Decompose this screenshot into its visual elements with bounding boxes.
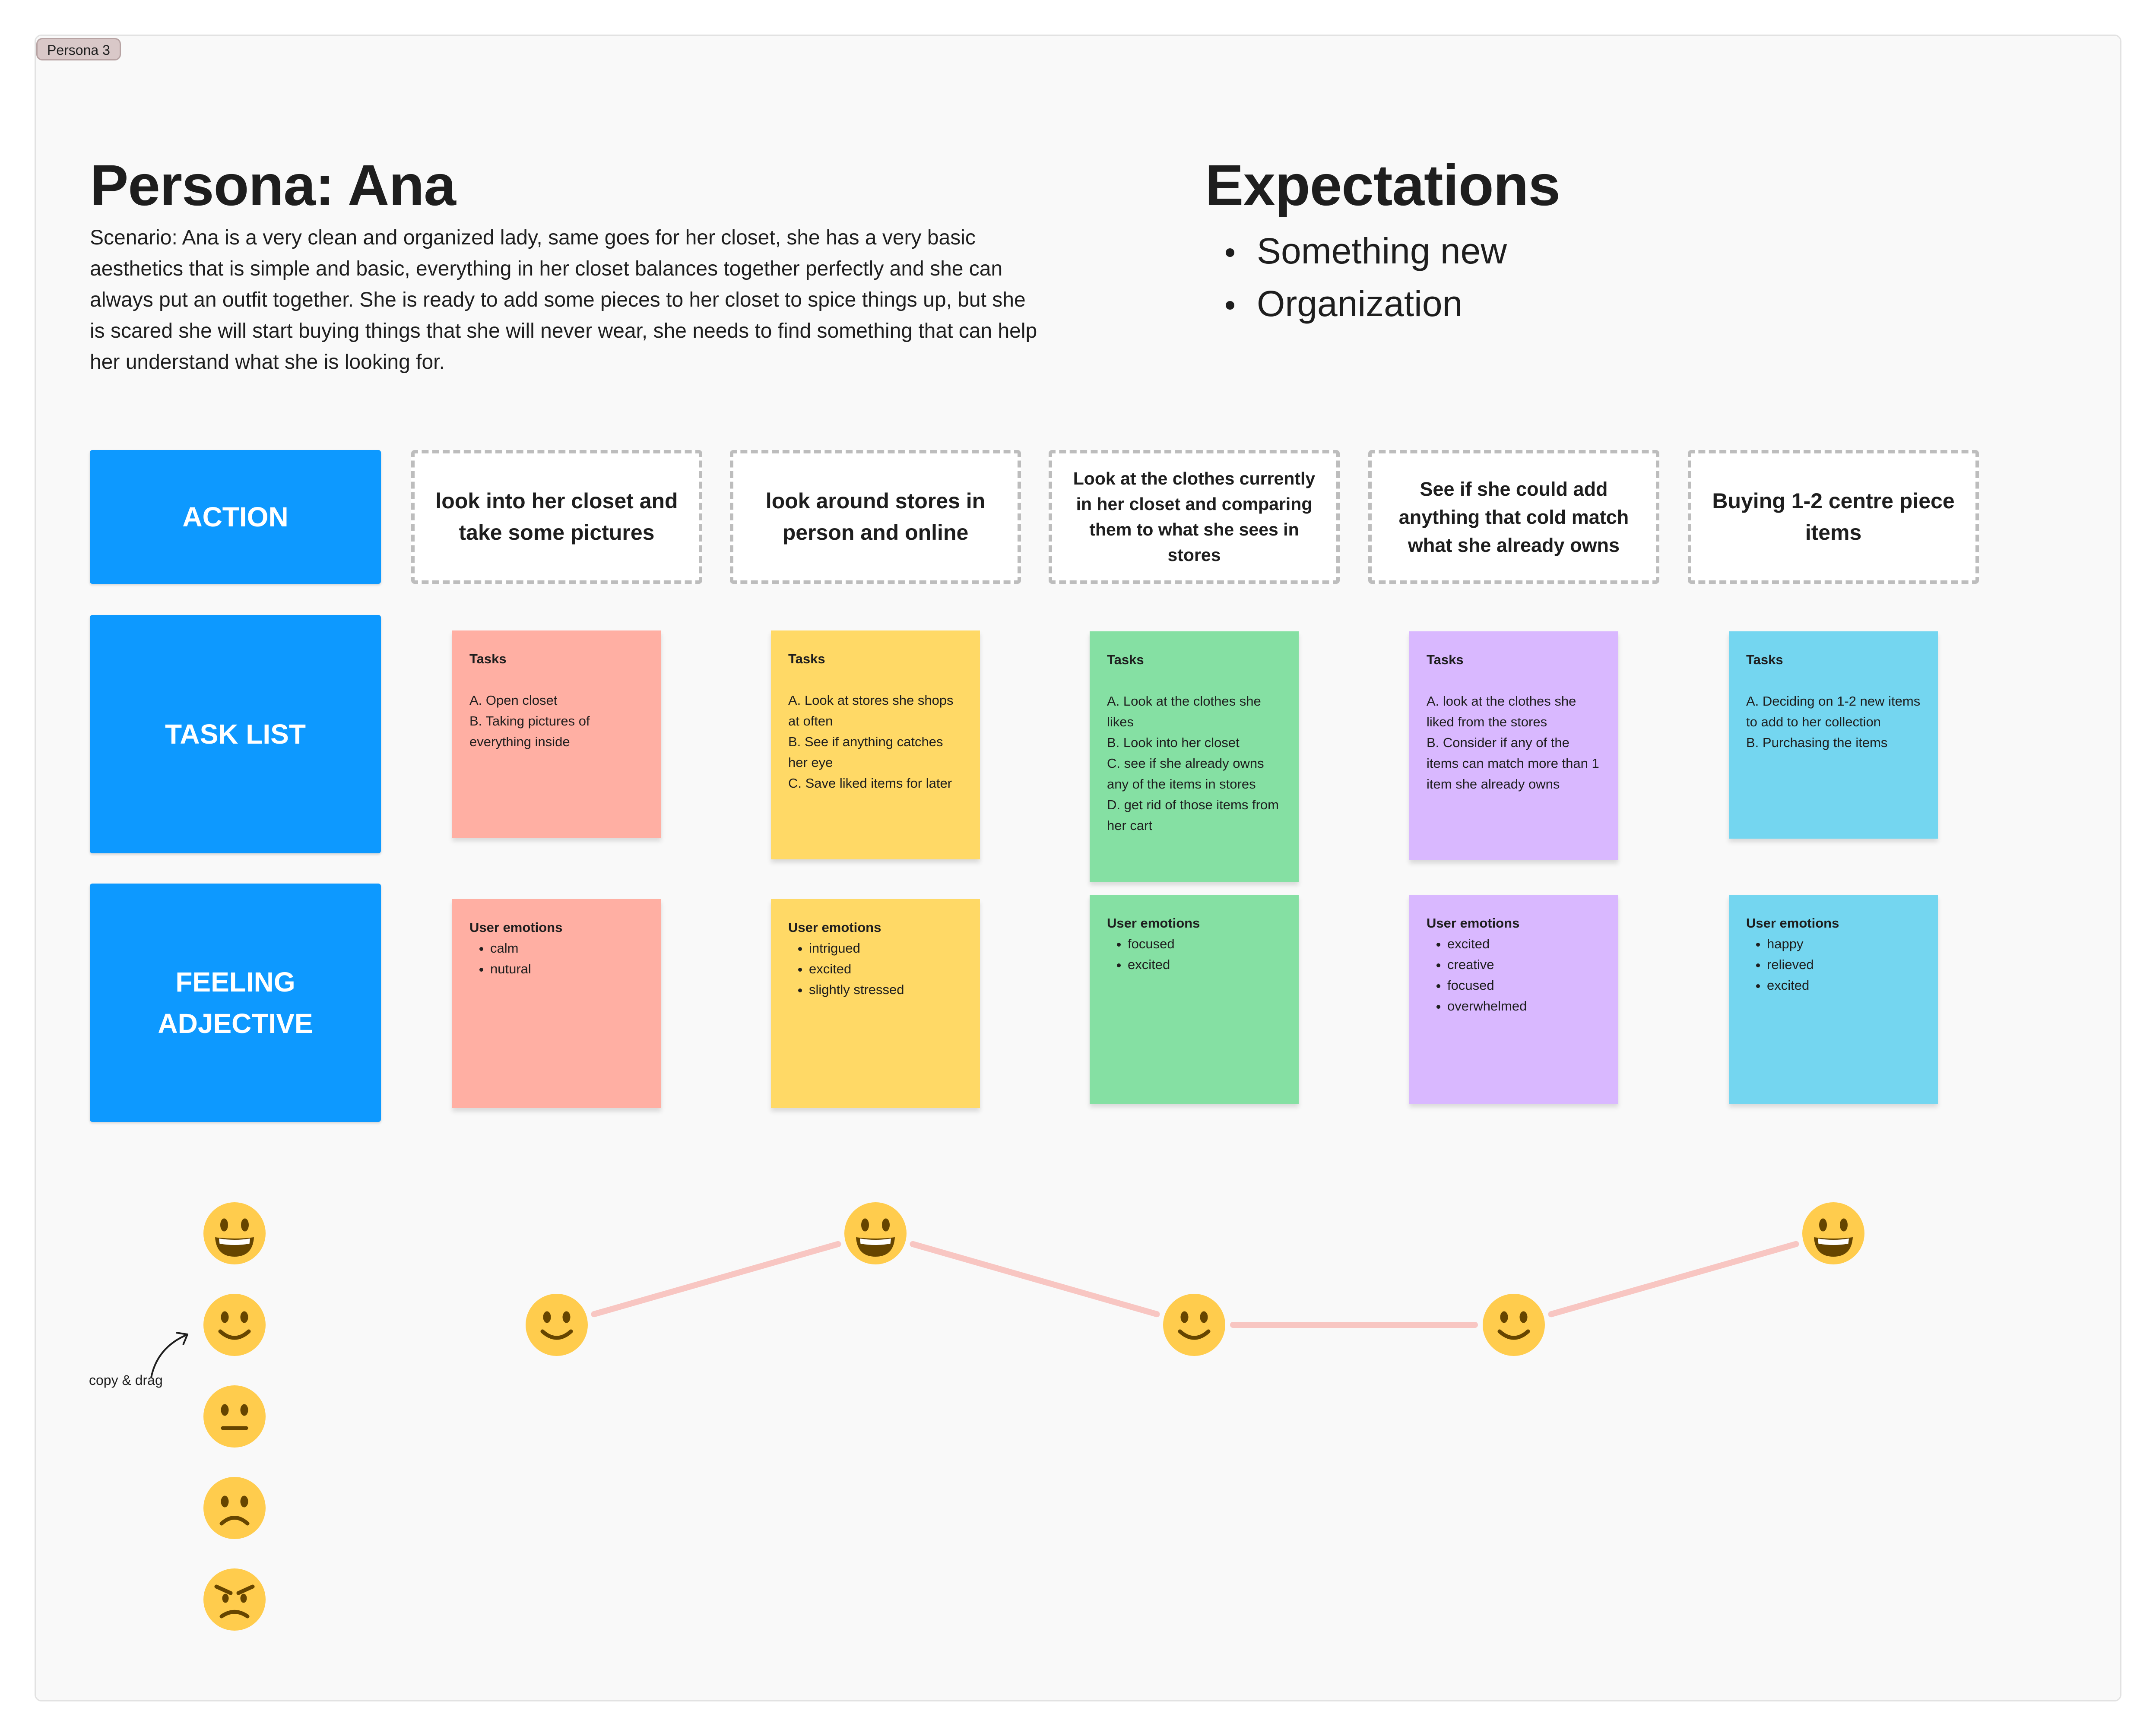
action-card-1[interactable]: look into her closet and take some pictu… [411,450,702,584]
task-sticky-2[interactable]: Tasks A. Look at stores she shops at ofte… [771,630,980,859]
row-label-feeling-adjective: FEELING ADJECTIVE [90,884,381,1122]
sticky-heading: Tasks [1427,652,1464,667]
scenario-text: Scenario: Ana is a very clean and organi… [90,226,1037,374]
mood-line-segment [591,1241,841,1318]
emotion-item: focused [1128,934,1281,954]
action-card-5[interactable]: Buying 1-2 centre piece items [1688,450,1979,584]
emotion-sticky-3[interactable]: User emotions focusedexcited [1090,895,1299,1104]
row-label-action: ACTION [90,450,381,584]
expectation-item: Something new [1205,225,1507,277]
emotion-item: excited [1767,975,1921,996]
emotion-list: focusedexcited [1107,934,1281,975]
emotion-item: intrigued [809,938,963,959]
task-sticky-3[interactable]: Tasks A. Look at the clothes she likes B.… [1090,631,1299,882]
sticky-heading: User emotions [1427,916,1520,931]
emotion-list: calmnutural [469,938,644,979]
smile-face-icon[interactable] [202,1292,267,1357]
emotion-item: nutural [490,959,644,979]
sticky-heading: User emotions [788,920,881,935]
grin-face-icon[interactable] [1801,1201,1866,1266]
expectations-title: Expectations [1205,153,1560,218]
task-sticky-4[interactable]: Tasks A. look at the clothes she liked fr… [1409,631,1618,860]
copy-drag-note: copy & drag [89,1372,163,1388]
task-sticky-1[interactable]: Tasks A. Open closet B. Taking pictures o… [452,630,661,838]
sticky-heading: Tasks [469,651,507,666]
emotion-item: excited [809,959,963,979]
sticky-heading: Tasks [1746,652,1783,667]
action-card-4[interactable]: See if she could add anything that cold … [1368,450,1659,584]
sticky-heading: User emotions [1746,916,1839,931]
action-card-2[interactable]: look around stores in person and online [730,450,1021,584]
sticky-heading: Tasks [1107,652,1144,667]
emotion-list: intriguedexcitedslightly stressed [788,938,963,1000]
emotion-item: slightly stressed [809,979,963,1000]
emotion-item: calm [490,938,644,959]
emotion-item: happy [1767,934,1921,954]
smile-face-icon[interactable] [1162,1292,1227,1357]
curved-arrow-icon [150,1332,188,1378]
smile-face-icon[interactable] [524,1292,589,1357]
emotion-list: excitedcreativefocusedoverwhelmed [1427,934,1601,1017]
mood-line-segment [1548,1241,1799,1318]
row-label-task-list: TASK LIST [90,615,381,853]
sticky-heading: Tasks [788,651,825,666]
emotion-item: excited [1447,934,1601,954]
emotion-item: relieved [1767,954,1921,975]
emotion-sticky-5[interactable]: User emotions happyrelievedexcited [1729,895,1938,1104]
task-list-text: A. Look at stores she shops at often B. … [788,693,954,791]
persona-title: Persona: Ana [90,153,456,218]
emotion-item: focused [1447,975,1601,996]
expectation-item: Organization [1205,277,1507,330]
emotion-sticky-1[interactable]: User emotions calmnutural [452,899,661,1108]
task-list-text: A. look at the clothes she liked from th… [1427,694,1599,792]
grin-face-icon[interactable] [843,1201,908,1266]
emotion-item: excited [1128,954,1281,975]
mood-line-segment [910,1241,1160,1318]
emotion-list: happyrelievedexcited [1746,934,1921,996]
action-card-3[interactable]: Look at the clothes currently in her clo… [1049,450,1340,584]
expectations-list: Something new Organization [1205,225,1507,330]
smile-face-icon[interactable] [1481,1292,1546,1357]
sticky-heading: User emotions [1107,916,1200,931]
frame-label[interactable]: Persona 3 [36,38,121,60]
neutral-face-icon[interactable] [202,1384,267,1449]
grin-face-icon[interactable] [202,1201,267,1266]
task-sticky-5[interactable]: Tasks A. Deciding on 1-2 new items to add… [1729,631,1938,839]
emotion-item: creative [1447,954,1601,975]
emotion-item: overwhelmed [1447,996,1601,1017]
emotion-sticky-2[interactable]: User emotions intriguedexcitedslightly st… [771,899,980,1108]
emotion-sticky-4[interactable]: User emotions excitedcreativefocusedoverw… [1409,895,1618,1104]
persona-frame [35,35,2121,1701]
sticky-heading: User emotions [469,920,563,935]
task-list-text: A. Open closet B. Taking pictures of eve… [469,693,590,749]
task-list-text: A. Deciding on 1-2 new items to add to h… [1746,694,1921,750]
frown-face-icon[interactable] [202,1476,267,1540]
task-list-text: A. Look at the clothes she likes B. Look… [1107,694,1279,833]
angry-face-icon[interactable] [202,1567,267,1632]
